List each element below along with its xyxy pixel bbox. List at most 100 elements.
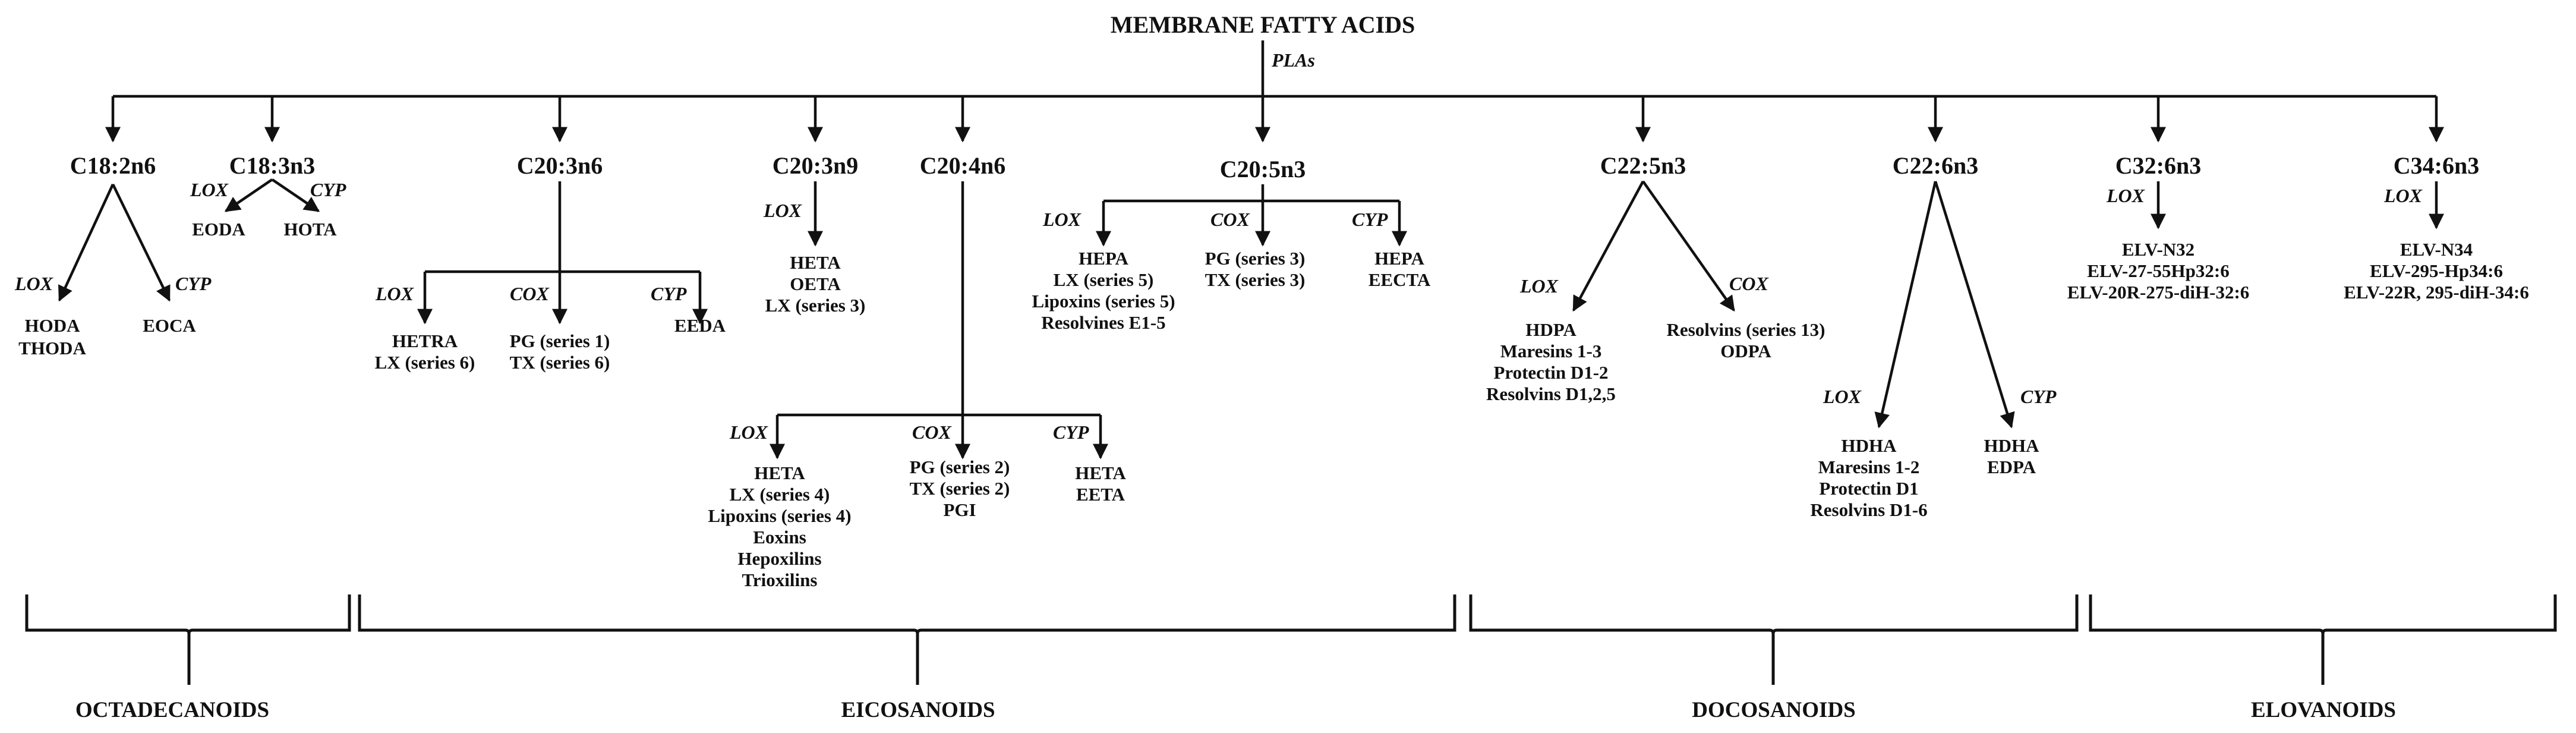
enzyme-label-lox: LOX <box>1042 209 1082 230</box>
root-enzyme-label: PLAs <box>1271 49 1315 71</box>
product-text: ELV-27-55Hp32:6 <box>2087 260 2229 281</box>
fatty-acid-label: C34:6n3 <box>2394 152 2479 179</box>
fatty-acid-label: C18:3n3 <box>229 152 315 179</box>
product-text: HDHA <box>1842 435 1897 456</box>
product-text: PGI <box>943 499 976 520</box>
enzyme-label-lox: LOX <box>14 273 53 294</box>
enzyme-label-lox: LOX <box>375 283 414 304</box>
product-text: LX (series 4) <box>730 484 830 505</box>
fatty-acid-label: C20:3n6 <box>517 152 603 179</box>
enzyme-label-lox: LOX <box>763 200 802 221</box>
enzyme-label-lox: LOX <box>1823 386 1862 407</box>
product-text: HETRA <box>392 331 458 351</box>
brace-docosanoids <box>1469 594 2079 685</box>
lox-arrow <box>1874 181 1937 429</box>
product-text: HEPA <box>1374 248 1424 269</box>
group-label-elovanoids: ELOVANOIDS <box>2251 698 2396 722</box>
node-c20-3n6: C20:3n6 LOX COX CYP HETRA LX (series 6) … <box>375 152 726 373</box>
enzyme-label-lox: LOX <box>2106 185 2145 206</box>
group-label-eicosanoids: EICOSANOIDS <box>841 698 995 722</box>
product-text: ODPA <box>1720 341 1771 361</box>
product-text: Trioxilins <box>742 570 818 590</box>
product-text: PG (series 3) <box>1205 248 1306 269</box>
node-c22-6n3: C22:6n3 LOX CYP HDHA Maresins 1-2 Protec… <box>1810 152 2056 520</box>
product-text: TX (series 3) <box>1205 269 1306 290</box>
node-c34-6n3: C34:6n3 LOX ELV-N34 ELV-295-Hp34:6 ELV-2… <box>2344 152 2529 303</box>
product-text: Lipoxins (series 4) <box>708 505 851 526</box>
product-text: PG (series 2) <box>910 457 1010 477</box>
product-text: HETA <box>1075 463 1126 483</box>
product-text: Protectin D1 <box>1819 478 1918 499</box>
product-text: EETA <box>1076 484 1125 505</box>
product-text: EDPA <box>1987 457 2036 477</box>
enzyme-label-cox: COX <box>1210 209 1250 230</box>
cyp-arrow <box>271 178 320 212</box>
product-text: LX (series 5) <box>1054 269 1154 290</box>
lox-arrow <box>224 178 273 212</box>
fatty-acid-label: C20:5n3 <box>1220 156 1306 183</box>
product-text: ELV-22R, 295-diH-34:6 <box>2344 282 2529 303</box>
cox-arrow <box>1642 180 1735 312</box>
group-braces <box>25 594 2557 685</box>
enzyme-label-cyp: CYP <box>651 283 687 304</box>
product-text: Protectin D1-2 <box>1493 362 1608 383</box>
enzyme-label-cox: COX <box>510 283 549 304</box>
product-text: Resolvines E1-5 <box>1041 312 1165 333</box>
node-c20-4n6: C20:4n6 LOX COX CYP HETA LX (series 4) L… <box>708 152 1126 590</box>
product-text: HODA <box>25 315 81 336</box>
product-text: Resolvins (series 13) <box>1667 319 1825 340</box>
drop-arrows <box>105 96 2444 143</box>
enzyme-label-cyp: CYP <box>1352 209 1388 230</box>
enzyme-label-cyp: CYP <box>175 273 212 294</box>
product-text: EECTA <box>1369 269 1431 290</box>
product-text: THODA <box>18 338 86 358</box>
product-text: ELV-N34 <box>2400 239 2473 260</box>
product-text: HOTA <box>284 219 338 240</box>
group-label-docosanoids: DOCOSANOIDS <box>1692 698 1856 722</box>
fatty-acid-label: C20:4n6 <box>920 152 1005 179</box>
product-text: HETA <box>754 463 805 483</box>
product-text: TX (series 2) <box>910 478 1010 499</box>
node-c20-5n3: C20:5n3 LOX COX CYP HEPA LX (series 5) L… <box>1032 156 1430 333</box>
product-text: Maresins 1-3 <box>1500 341 1602 361</box>
fatty-acid-label: C22:6n3 <box>1893 152 1978 179</box>
product-text: OETA <box>790 273 841 294</box>
diagram-title: MEMBRANE FATTY ACIDS <box>1111 11 1415 38</box>
cyp-arrow <box>1934 181 2015 429</box>
product-text: EOCA <box>143 315 196 336</box>
product-text: TX (series 6) <box>510 352 610 373</box>
node-c32-6n3: C32:6n3 LOX ELV-N32 ELV-27-55Hp32:6 ELV-… <box>2067 152 2250 303</box>
fatty-acid-label: C22:5n3 <box>1600 152 1686 179</box>
product-text: ELV-295-Hp34:6 <box>2370 260 2503 281</box>
product-text: LX (series 6) <box>375 352 475 373</box>
product-text: Hepoxilins <box>737 548 821 569</box>
product-text: HDPA <box>1525 319 1577 340</box>
lox-arrow <box>1572 180 1644 312</box>
product-text: PG (series 1) <box>510 331 610 351</box>
node-c18-3n3: C18:3n3 LOX CYP EODA HOTA <box>190 152 346 240</box>
product-text: ELV-20R-275-diH-32:6 <box>2067 282 2250 303</box>
fatty-acid-label: C18:2n6 <box>70 152 156 179</box>
product-text: EODA <box>192 219 245 240</box>
enzyme-label-cyp: CYP <box>2020 386 2057 407</box>
node-c20-3n9: C20:3n9 LOX HETA OETA LX (series 3) <box>763 152 865 316</box>
product-text: HDHA <box>1984 435 2040 456</box>
brace-elovanoids <box>2089 594 2557 685</box>
cyp-arrow <box>111 184 171 302</box>
fatty-acid-label: C20:3n9 <box>773 152 858 179</box>
product-text: Lipoxins (series 5) <box>1032 291 1175 312</box>
enzyme-label-cyp: CYP <box>310 179 346 200</box>
product-text: Eoxins <box>753 527 806 548</box>
brace-eicosanoids <box>358 594 1456 685</box>
enzyme-label-lox: LOX <box>1519 275 1559 297</box>
enzyme-label-lox: LOX <box>729 421 768 443</box>
product-text: ELV-N32 <box>2122 239 2195 260</box>
enzyme-label-cox: COX <box>912 421 951 443</box>
group-label-octadecanoids: OCTADECANOIDS <box>75 698 269 722</box>
brace-octadecanoids <box>25 594 351 685</box>
product-text: LX (series 3) <box>765 295 866 316</box>
product-text: Resolvins D1-6 <box>1810 499 1927 520</box>
product-text: Resolvins D1,2,5 <box>1486 383 1616 404</box>
lox-arrow <box>58 184 115 302</box>
